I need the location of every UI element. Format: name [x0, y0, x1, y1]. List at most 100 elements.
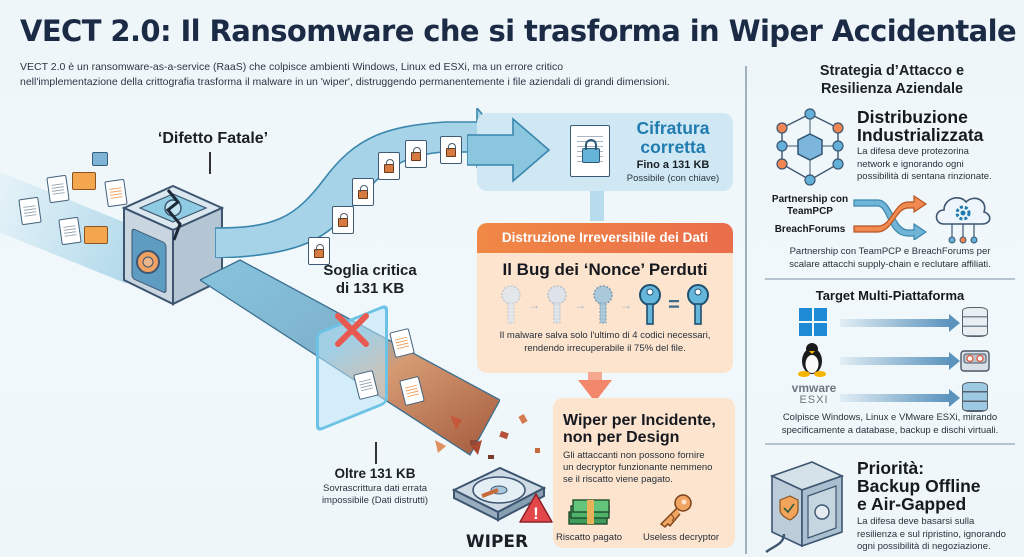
- partnership-desc-line-1: Partnership con TeamPCP e BreachForums p…: [789, 246, 991, 257]
- threshold-label: Soglia critica di 131 KB: [320, 262, 420, 298]
- locked-file-icon: [352, 178, 374, 206]
- priority-desc: La difesa deve basarsi sulla resilienza …: [857, 516, 1006, 554]
- folder-icon: [92, 152, 108, 166]
- page-subtitle: VECT 2.0 è un ransomware-as-a-service (R…: [20, 60, 740, 90]
- targets-desc-line-1: Colpisce Windows, Linux e VMware ESXi, m…: [782, 412, 998, 423]
- svg-text:!: !: [533, 504, 539, 523]
- targets-desc: Colpisce Windows, Linux e VMware ESXi, m…: [765, 412, 1015, 437]
- priority-title-line-2: Backup Offline: [857, 476, 981, 496]
- vmware-logo-text: vmware: [791, 381, 837, 395]
- safe-vault-icon: [765, 461, 845, 553]
- strategy-title-line-2: Resilienza Aziendale: [820, 81, 964, 97]
- encryption-limit: Fino a 131 KB: [636, 159, 710, 171]
- target-row-linux: [790, 343, 990, 379]
- distribution-title-line-1: Distribuzione: [857, 107, 968, 127]
- cash-stack-icon: [568, 499, 610, 525]
- nonce-bug-desc: Il malware salva solo l'ultimo di 4 codi…: [477, 330, 733, 355]
- priority-desc-line-1: La difesa deve basarsi sulla: [857, 516, 975, 527]
- distribution-desc: La difesa deve protezorina network e ign…: [857, 146, 992, 184]
- distribution-desc-line-3: possibilità di sentana rinzionate.: [857, 171, 992, 182]
- encryption-title-line-1: Cifratura: [636, 118, 710, 138]
- defect-pointer-line: [209, 152, 211, 174]
- priority-title-line-1: Priorità:: [857, 458, 925, 478]
- target-row-windows: [790, 305, 990, 341]
- distribution-title: Distribuzione Industrializzata: [857, 108, 983, 144]
- arrow-icon: [840, 352, 960, 370]
- database-icon: [962, 307, 988, 337]
- wiper-label: WIPER: [465, 532, 529, 552]
- subtitle-line-2: nell'implementazione della crittografia …: [20, 76, 670, 88]
- strategy-title-line-1: Strategia d’Attacco e: [819, 63, 965, 79]
- faded-key-icon: [501, 285, 521, 324]
- partnership-label-1-line-2: TeamPCP: [787, 206, 833, 217]
- big-arrow-icon: [467, 117, 551, 183]
- priority-title: Priorità: Backup Offline e Air-Gapped: [857, 459, 981, 513]
- card-connector: [590, 191, 604, 221]
- subtitle-line-1: VECT 2.0 è un ransomware-as-a-service (R…: [20, 61, 564, 73]
- key-sequence: → → → =: [477, 284, 733, 326]
- linux-tux-icon: [798, 343, 826, 377]
- warning-icon: !: [519, 493, 553, 523]
- distribution-title-line-2: Industrializzata: [857, 125, 984, 145]
- partnership-labels: Partnership con TeamPCP BreachForums: [770, 194, 850, 236]
- nonce-desc-line-2: rendendo irrecuperabile il 75% del file.: [524, 342, 686, 354]
- page-title: VECT 2.0: Il Ransomware che si trasforma…: [20, 14, 1017, 48]
- nonce-desc-line-1: Il malware salva solo l'ultimo di 4 codi…: [499, 330, 711, 341]
- crossing-arrows-icon: [853, 194, 928, 240]
- targets-title: Target Multi-Piattaforma: [815, 288, 965, 303]
- encryption-card: Cifratura corretta Fino a 131 KB Possibi…: [467, 113, 733, 191]
- arrow-icon: →: [620, 298, 633, 312]
- destruction-header: Distruzione Irreversibile dei Dati: [477, 223, 733, 253]
- over-threshold-title: Oltre 131 KB: [334, 466, 416, 481]
- distribution-desc-line-1: La difesa deve protezorina: [857, 146, 969, 157]
- partnership-label-1-line-1: Partnership con: [771, 194, 849, 205]
- partnership-label-2: BreachForums: [774, 224, 846, 235]
- down-arrow-stem: [588, 372, 602, 382]
- useless-decryptor-label: Useless decryptor: [643, 532, 720, 543]
- locked-file-icon: [440, 136, 462, 164]
- locked-file-icon: [332, 206, 354, 234]
- target-row-esxi: vmware ESXI: [790, 380, 990, 416]
- arrow-icon: [840, 389, 960, 407]
- broken-hard-drive-icon: [451, 466, 547, 522]
- targets-desc-line-2: specificamente a database, backup e disc…: [781, 424, 999, 436]
- encryption-note: Possibile (con chiave): [626, 173, 720, 184]
- partnership-desc: Partnership con TeamPCP e BreachForums p…: [770, 246, 1010, 271]
- equals-sign: =: [668, 293, 680, 316]
- encryption-title: Cifratura corretta: [615, 119, 731, 157]
- vmware-logo: vmware ESXI: [790, 382, 838, 406]
- folder-icon: [72, 172, 96, 190]
- encryption-title-line-2: corretta: [640, 137, 706, 157]
- down-arrow-icon: [578, 380, 612, 402]
- file-icon: [18, 196, 42, 226]
- locked-file-icon: [308, 237, 330, 265]
- destruction-card: Distruzione Irreversibile dei Dati Il Bu…: [477, 223, 733, 373]
- locked-file-icon: [378, 152, 400, 180]
- arrow-icon: [840, 314, 960, 332]
- section-divider: [765, 278, 1015, 280]
- strategy-panel-title: Strategia d’Attacco e Resilienza Azienda…: [760, 62, 1024, 98]
- vertical-divider: [745, 66, 747, 554]
- faded-key-icon: [593, 285, 613, 324]
- wiper-title-line-2: non per Design: [563, 429, 680, 446]
- arrow-icon: →: [528, 298, 541, 312]
- priority-desc-line-2: resilienza e sul ripristino, ignorando: [857, 528, 1006, 540]
- virtual-disk-database-icon: [962, 382, 988, 412]
- file-icon: [46, 174, 70, 204]
- key-icon: [639, 284, 662, 325]
- backup-tape-icon: [960, 350, 990, 372]
- priority-desc-line-3: ogni possibilità di negoziazione.: [857, 541, 991, 552]
- over-threshold-desc: Sovrascrittura dati errata impossibile (…: [300, 483, 450, 507]
- blocked-x-icon: [335, 313, 369, 347]
- wiper-desc-line-3: se il riscatto viene pagato.: [563, 474, 673, 485]
- arrow-icon: →: [574, 298, 587, 312]
- key-icon: [686, 284, 709, 325]
- locked-file-icon: [405, 140, 427, 168]
- threshold-line-1: Soglia critica: [323, 262, 417, 279]
- windows-logo-icon: [799, 308, 827, 336]
- section-divider: [765, 443, 1015, 445]
- wiper-desc: Gli attaccanti non possono fornire un de…: [563, 450, 712, 486]
- folder-icon: [84, 226, 108, 244]
- partnership-desc-line-2: scalare attacchi supply-chain e reclutar…: [789, 258, 991, 270]
- wiper-desc-line-2: un decryptor funzionante nemmeno: [563, 462, 713, 473]
